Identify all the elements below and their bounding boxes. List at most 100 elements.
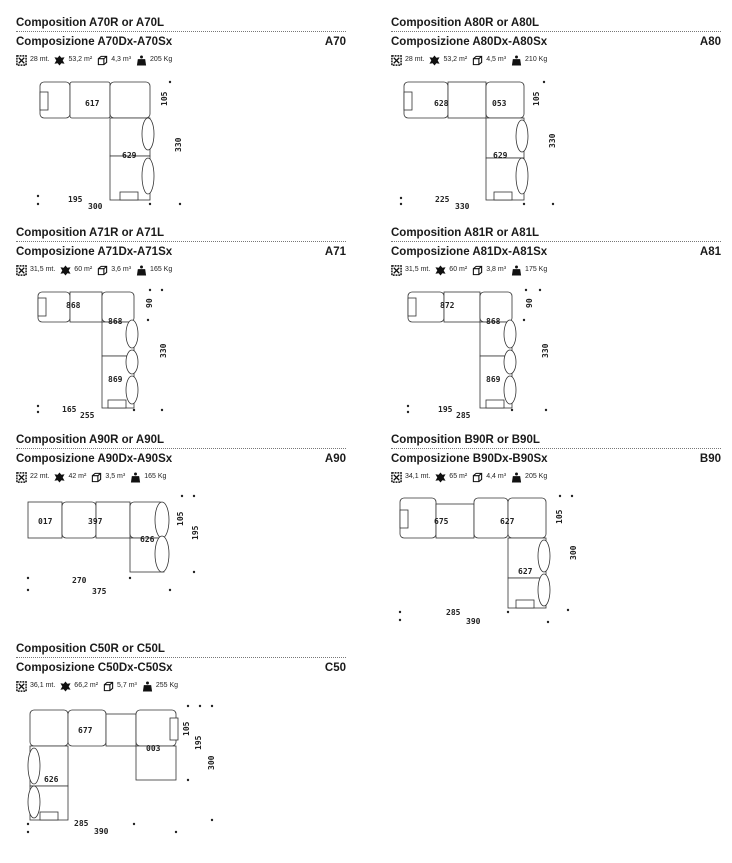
weight: 175 Kg bbox=[525, 266, 548, 273]
leather-hide-icon bbox=[435, 472, 446, 483]
sofa-plan-a80: 628 053 629 105 330 225 330 bbox=[399, 80, 557, 211]
leather-hide-icon bbox=[54, 55, 65, 66]
width-label: 390 bbox=[466, 617, 481, 626]
leather-hide-icon bbox=[54, 472, 65, 483]
sofa-plan-a81: 872 868 869 90 330 195 285 bbox=[406, 288, 550, 420]
fabric-meters: 34,1 mt. bbox=[405, 473, 431, 480]
module-label: 626 bbox=[44, 775, 59, 784]
composition-title-it: Composizione A80Dx-A80Sx bbox=[391, 36, 548, 48]
width-label: 285 bbox=[456, 411, 471, 420]
module-label: 617 bbox=[85, 99, 100, 108]
weight-icon bbox=[511, 472, 522, 483]
fabric-roll-icon bbox=[16, 55, 27, 66]
leather-area: 53,2 m² bbox=[68, 56, 93, 63]
width-label: 300 bbox=[88, 202, 103, 211]
leather-hide-icon bbox=[60, 265, 71, 276]
sofa-plan-a90: 017 397 626 105 195 270 375 bbox=[26, 494, 200, 596]
composition-c50: Composition C50R or C50L Composizione C5… bbox=[16, 642, 346, 692]
composition-code: A81 bbox=[699, 246, 721, 258]
composition-b90: Composition B90R or B90L Composizione B9… bbox=[391, 433, 721, 483]
side2-label: 195 bbox=[194, 735, 203, 750]
composition-a71: Composition A71R or A71L Composizione A7… bbox=[16, 226, 346, 276]
sofa-plan-c50: 677 003 626 105 195 300 285 390 bbox=[26, 704, 216, 836]
leather-hide-icon bbox=[435, 265, 446, 276]
side-label: 195 bbox=[191, 525, 200, 540]
side-label: 330 bbox=[541, 343, 550, 358]
module-label: 397 bbox=[88, 517, 103, 526]
depth-label: 105 bbox=[532, 91, 541, 106]
module-label: 677 bbox=[78, 726, 93, 735]
composition-title-en: Composition C50R or C50L bbox=[16, 642, 346, 658]
module-label: 868 bbox=[66, 301, 81, 310]
composition-title-it: Composizione B90Dx-B90Sx bbox=[391, 453, 548, 465]
composition-code: B90 bbox=[699, 453, 721, 465]
leather-area: 60 m² bbox=[74, 266, 93, 273]
leather-area: 65 m² bbox=[449, 473, 468, 480]
seat-label: 285 bbox=[74, 819, 89, 828]
specs-row: 22 mt. 42 m² 3,5 m³ 165 Kg bbox=[16, 471, 346, 483]
specs-row: 36,1 mt. 66,2 m² 5,7 m³ 255 Kg bbox=[16, 680, 346, 692]
module-label: 627 bbox=[518, 567, 533, 576]
fabric-roll-icon bbox=[16, 472, 27, 483]
composition-a81: Composition A81R or A81L Composizione A8… bbox=[391, 226, 721, 276]
module-label: 003 bbox=[146, 744, 161, 753]
side-label: 300 bbox=[207, 755, 216, 770]
fabric-meters: 36,1 mt. bbox=[30, 682, 56, 689]
depth-label: 90 bbox=[145, 298, 154, 308]
weight-icon bbox=[511, 265, 522, 276]
depth-label: 90 bbox=[525, 298, 534, 308]
sofa-plan-b90: 675 627 627 105 300 285 390 bbox=[398, 494, 578, 626]
module-label: 869 bbox=[108, 375, 123, 384]
volume-box-icon bbox=[97, 55, 108, 66]
module-label: 628 bbox=[434, 99, 449, 108]
weight-icon bbox=[511, 55, 522, 66]
seat-label: 270 bbox=[72, 576, 87, 585]
leather-hide-icon bbox=[429, 55, 440, 66]
composition-a90: Composition A90R or A90L Composizione A9… bbox=[16, 433, 346, 483]
module-label: 675 bbox=[434, 517, 449, 526]
weight-icon bbox=[130, 472, 141, 483]
volume-box-icon bbox=[103, 681, 114, 692]
composition-code: C50 bbox=[324, 662, 346, 674]
width-label: 390 bbox=[94, 827, 109, 836]
weight: 255 Kg bbox=[155, 682, 179, 689]
volume: 3,6 m³ bbox=[111, 266, 132, 273]
composition-code: A90 bbox=[324, 453, 346, 465]
depth-label: 105 bbox=[160, 91, 169, 106]
composition-title-it: Composizione A81Dx-A81Sx bbox=[391, 246, 548, 258]
volume-box-icon bbox=[472, 55, 483, 66]
composition-code: A80 bbox=[699, 36, 721, 48]
leather-area: 53,2 m² bbox=[443, 56, 468, 63]
fabric-meters: 31,5 mt. bbox=[405, 266, 431, 273]
fabric-meters: 31,5 mt. bbox=[30, 266, 56, 273]
composition-title-en: Composition A80R or A80L bbox=[391, 16, 721, 32]
width-label: 255 bbox=[80, 411, 95, 420]
volume: 4,5 m³ bbox=[486, 56, 507, 63]
composition-title-en: Composition A90R or A90L bbox=[16, 433, 346, 449]
seat-label: 285 bbox=[446, 608, 461, 617]
seat-label: 195 bbox=[68, 195, 83, 204]
side-label: 330 bbox=[174, 137, 183, 152]
volume: 3,8 m³ bbox=[486, 266, 507, 273]
depth-label: 105 bbox=[555, 509, 564, 524]
seat-label: 195 bbox=[438, 405, 453, 414]
leather-hide-icon bbox=[60, 681, 71, 692]
seat-label: 225 bbox=[435, 195, 450, 204]
fabric-roll-icon bbox=[391, 55, 402, 66]
side-label: 330 bbox=[548, 133, 557, 148]
composition-title-en: Composition A81R or A81L bbox=[391, 226, 721, 242]
module-label: 868 bbox=[486, 317, 501, 326]
module-label: 629 bbox=[493, 151, 508, 160]
specs-row: 31,5 mt. 60 m² 3,8 m³ 175 Kg bbox=[391, 264, 721, 276]
weight: 165 Kg bbox=[144, 473, 167, 480]
composition-code: A71 bbox=[324, 246, 346, 258]
weight: 210 Kg bbox=[525, 56, 548, 63]
fabric-roll-icon bbox=[391, 265, 402, 276]
side-label: 300 bbox=[569, 545, 578, 560]
weight: 165 Kg bbox=[150, 266, 173, 273]
module-label: 627 bbox=[500, 517, 515, 526]
leather-area: 42 m² bbox=[68, 473, 87, 480]
composition-code: A70 bbox=[324, 36, 346, 48]
module-label: 017 bbox=[38, 517, 53, 526]
seat-label: 165 bbox=[62, 405, 77, 414]
